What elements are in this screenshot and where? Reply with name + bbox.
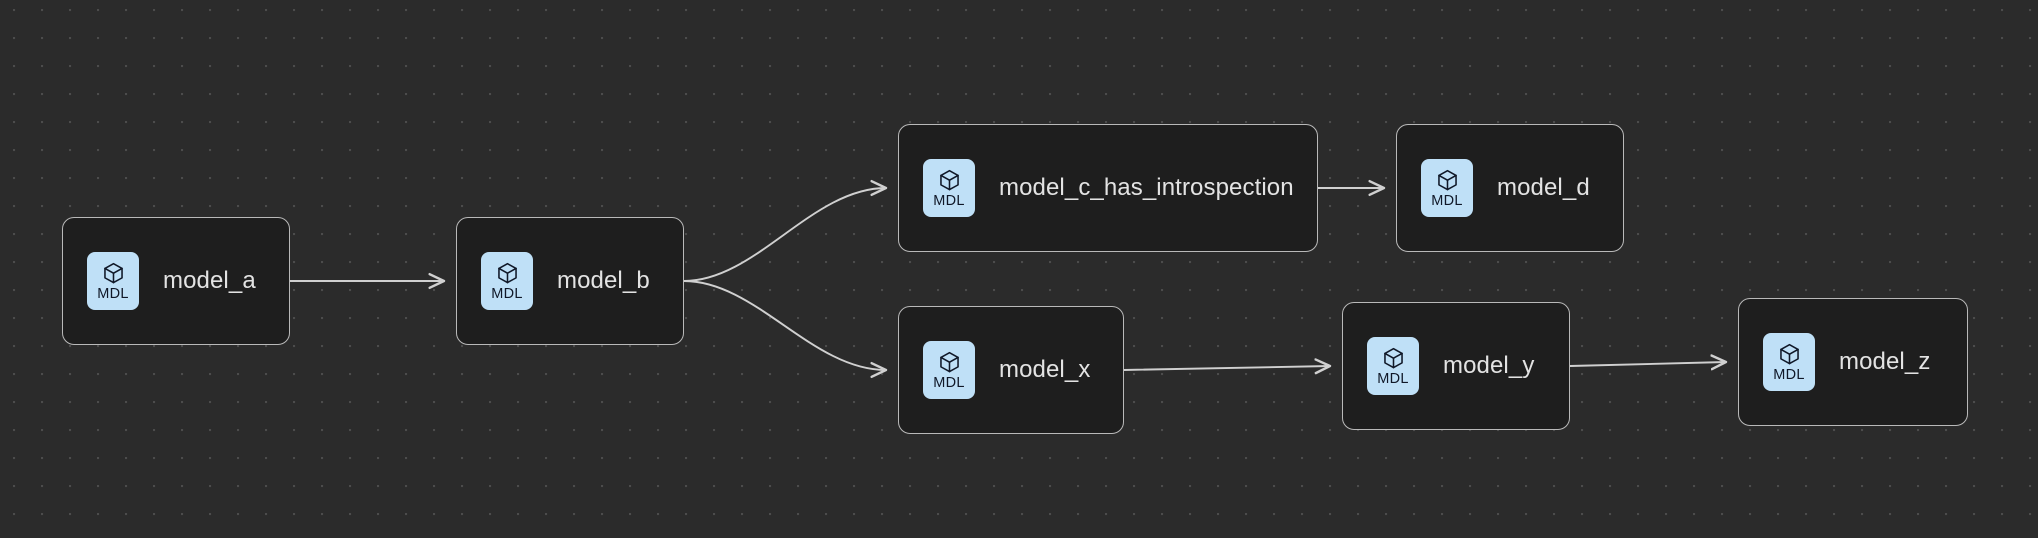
cube-icon <box>1779 344 1799 365</box>
model-badge-text: MDL <box>1377 371 1409 388</box>
model-badge: MDL <box>87 252 139 310</box>
graph-edge-model_x-to-model_y[interactable] <box>1123 366 1330 370</box>
node-label: model_b <box>557 267 650 294</box>
graph-node-model_y[interactable]: MDL model_y <box>1342 302 1570 430</box>
node-label: model_a <box>163 267 256 294</box>
cube-icon <box>939 170 959 191</box>
node-label: model_y <box>1443 352 1535 379</box>
model-badge: MDL <box>1421 159 1473 217</box>
node-label: model_x <box>999 356 1091 383</box>
graph-edge-model_b-to-model_c[interactable] <box>683 188 886 282</box>
graph-edge-model_y-to-model_z[interactable] <box>1569 362 1726 366</box>
cube-icon <box>1437 170 1457 191</box>
model-badge-text: MDL <box>491 286 523 303</box>
model-badge: MDL <box>1367 337 1419 395</box>
graph-node-model_c[interactable]: MDL model_c_has_introspection <box>898 124 1318 252</box>
cube-icon <box>497 263 517 284</box>
graph-node-model_d[interactable]: MDL model_d <box>1396 124 1624 252</box>
model-badge-text: MDL <box>1431 193 1463 210</box>
model-badge-text: MDL <box>97 286 129 303</box>
graph-node-model_a[interactable]: MDL model_a <box>62 217 290 345</box>
cube-icon <box>1383 348 1403 369</box>
model-badge: MDL <box>923 159 975 217</box>
model-badge-text: MDL <box>933 193 965 210</box>
model-badge-text: MDL <box>1773 367 1805 384</box>
graph-node-model_z[interactable]: MDL model_z <box>1738 298 1968 426</box>
node-label: model_z <box>1839 348 1931 375</box>
model-badge: MDL <box>923 341 975 399</box>
graph-edge-model_b-to-model_x[interactable] <box>683 280 886 370</box>
graph-node-model_x[interactable]: MDL model_x <box>898 306 1124 434</box>
node-label: model_d <box>1497 174 1590 201</box>
cube-icon <box>939 352 959 373</box>
cube-icon <box>103 263 123 284</box>
model-badge-text: MDL <box>933 375 965 392</box>
node-label: model_c_has_introspection <box>999 174 1294 201</box>
graph-node-model_b[interactable]: MDL model_b <box>456 217 684 345</box>
model-badge: MDL <box>481 252 533 310</box>
model-badge: MDL <box>1763 333 1815 391</box>
